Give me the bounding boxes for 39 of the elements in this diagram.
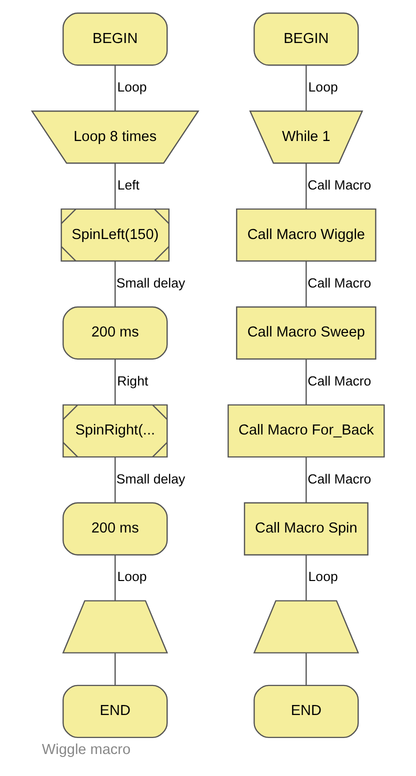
edge-label: Loop (308, 80, 338, 95)
edge-label: Call Macro (308, 373, 372, 388)
connector (114, 653, 116, 686)
edge-label: Small delay (116, 275, 186, 290)
edge-label: Right (117, 373, 148, 388)
connector (114, 555, 116, 601)
edge-label: Call Macro (308, 275, 372, 290)
connector (114, 457, 116, 503)
edge-label: Left (117, 177, 140, 192)
node-trapezium (253, 600, 360, 654)
connector (306, 555, 307, 601)
connector (306, 457, 307, 503)
node-box: 200 ms (62, 306, 168, 360)
connector (306, 261, 307, 307)
connector (114, 163, 116, 209)
node-box: BEGIN (62, 12, 168, 66)
connector (306, 163, 307, 209)
node-box: END (62, 684, 168, 738)
node-box: Call Macro Spin (244, 502, 368, 556)
edge-label: Call Macro (308, 177, 372, 192)
connector (114, 65, 116, 111)
connector (114, 359, 116, 405)
node-box: Call Macro Sweep (236, 306, 376, 360)
node-box: BEGIN (254, 12, 359, 66)
node-box: Call Macro For_Back (228, 404, 385, 458)
node-trapezium (62, 600, 168, 654)
node-box: 200 ms (62, 502, 168, 556)
edge-label: Small delay (116, 471, 186, 486)
connector (306, 359, 307, 405)
edge-label: Loop (308, 569, 338, 584)
edge-label: Call Macro (308, 471, 372, 486)
connector (114, 261, 116, 307)
connector (306, 653, 307, 686)
connector (306, 65, 307, 111)
caption: Wiggle macro (42, 742, 131, 758)
node-box: END (254, 684, 359, 738)
edge-label: Loop (117, 569, 147, 584)
edge-label: Loop (117, 80, 147, 95)
node-box: Call Macro Wiggle (236, 208, 376, 262)
